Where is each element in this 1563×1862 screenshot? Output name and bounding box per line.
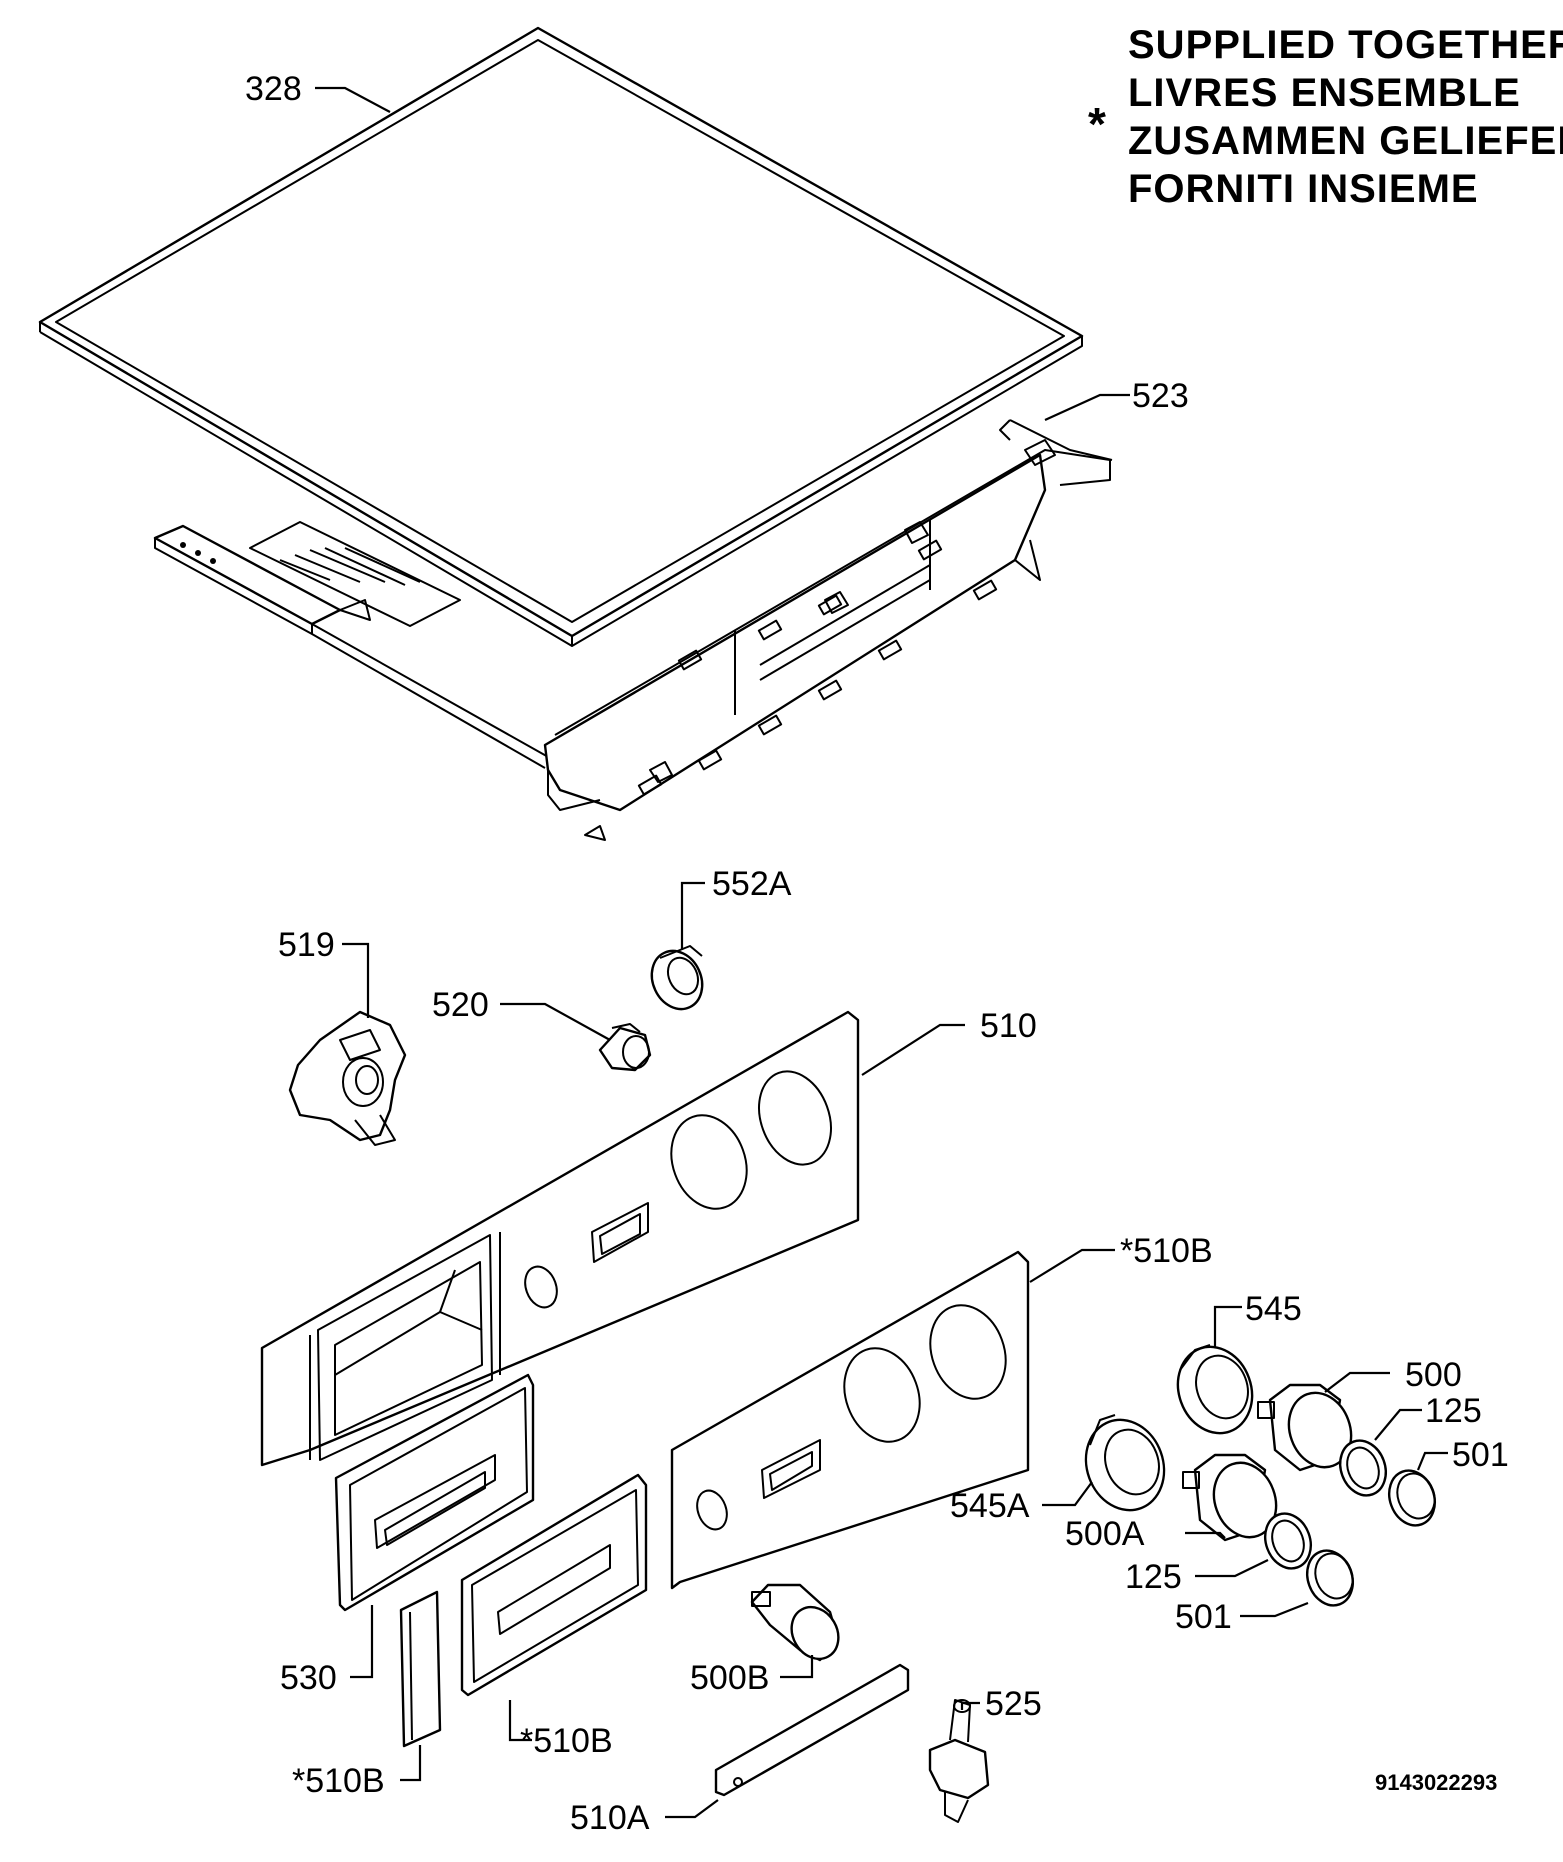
part-125-oring-a — [1339, 1439, 1387, 1497]
part-545-ring — [1176, 1344, 1254, 1435]
note-line-fr: LIVRES ENSEMBLE — [1128, 71, 1521, 115]
part-545A-ring — [1084, 1414, 1166, 1512]
label-328: 328 — [245, 70, 302, 108]
part-labels: 328 523 552A 519 520 510 *510B 545 500 1… — [245, 70, 1509, 1837]
note-line-en: SUPPLIED TOGETHER — [1128, 23, 1563, 67]
label-545: 545 — [1245, 1290, 1302, 1328]
part-510B-strip — [399, 1590, 442, 1748]
label-510A: 510A — [570, 1799, 650, 1837]
part-525-switch — [928, 1699, 990, 1823]
part-523-panel-frame — [153, 419, 1113, 841]
part-500B-knob — [750, 1583, 840, 1662]
note-asterisk: * — [1088, 98, 1107, 150]
part-500-knob — [1257, 1383, 1353, 1472]
label-530: 530 — [280, 1659, 337, 1697]
note-line-de: ZUSAMMEN GELIEFERT — [1128, 119, 1563, 163]
part-500A-knob — [1182, 1453, 1278, 1542]
leader-lines — [315, 86, 1448, 1819]
part-125-oring-b — [1264, 1512, 1312, 1570]
part-510A-strip — [714, 1663, 910, 1797]
label-510B-drawer: *510B — [520, 1722, 613, 1760]
part-552A-ring — [650, 945, 704, 1011]
label-525: 525 — [985, 1685, 1042, 1723]
label-510B-panel: *510B — [1120, 1232, 1213, 1270]
part-510B-panel-overlay — [670, 1250, 1030, 1590]
label-125-b: 125 — [1125, 1558, 1182, 1596]
label-520: 520 — [432, 986, 489, 1024]
label-501-b: 501 — [1175, 1598, 1232, 1636]
part-530-drawer-front — [334, 1373, 535, 1612]
label-523: 523 — [1132, 377, 1189, 415]
drawing-code: 9143022293 — [1375, 1770, 1497, 1795]
label-501-a: 501 — [1452, 1436, 1509, 1474]
label-552A: 552A — [712, 865, 792, 903]
part-510B-drawer-overlay — [460, 1473, 648, 1697]
label-500B: 500B — [690, 1659, 769, 1697]
label-500A: 500A — [1065, 1515, 1145, 1553]
part-519-bracket — [288, 1010, 407, 1146]
label-545A: 545A — [950, 1487, 1030, 1525]
part-501-cap-b — [1306, 1549, 1354, 1607]
label-510B-strip: *510B — [292, 1762, 385, 1800]
label-500: 500 — [1405, 1356, 1462, 1394]
label-125-a: 125 — [1425, 1392, 1482, 1430]
part-501-cap-a — [1388, 1469, 1436, 1527]
part-328-top-cover — [38, 26, 1084, 647]
part-520-clip — [598, 1023, 652, 1072]
label-519: 519 — [278, 926, 335, 964]
part-510-front-panel — [260, 1010, 860, 1467]
label-510: 510 — [980, 1007, 1037, 1045]
note-line-it: FORNITI INSIEME — [1128, 167, 1479, 211]
supplied-together-note: SUPPLIED TOGETHER LIVRES ENSEMBLE ZUSAMM… — [1088, 23, 1563, 211]
